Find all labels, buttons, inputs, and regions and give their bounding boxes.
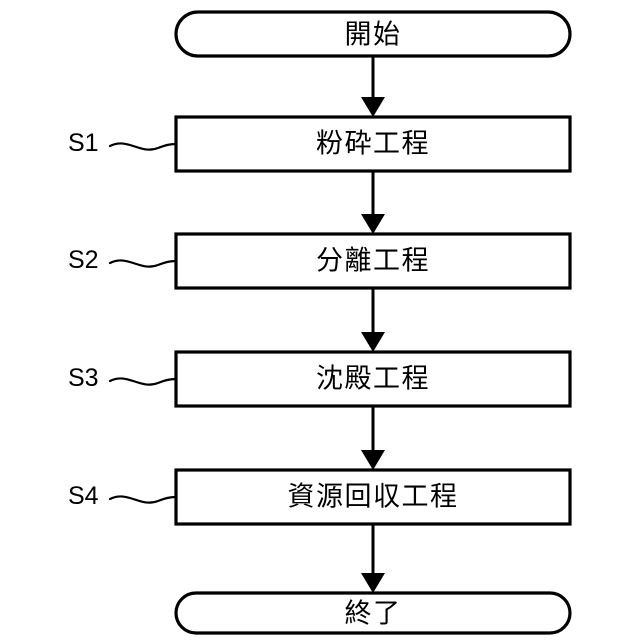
node-s4[interactable]: 資源回収工程 <box>174 468 572 526</box>
connector-s4-to-end <box>361 524 385 593</box>
node-s3[interactable]: 沈殿工程 <box>174 350 572 408</box>
arrowhead-icon <box>361 97 385 117</box>
connector-s3-to-s4 <box>361 406 385 470</box>
arrowhead-icon <box>361 450 385 470</box>
arrowhead-icon <box>361 214 385 234</box>
step-marker-s2: S2 <box>68 246 178 274</box>
s2-step-label: S2 <box>68 246 99 274</box>
s3-step-label: S3 <box>68 364 99 392</box>
node-start[interactable]: 開始 <box>174 10 572 58</box>
s2-leader-line <box>108 259 178 268</box>
s2-node-label: 分離工程 <box>316 246 430 277</box>
connector-start-to-s1 <box>361 56 385 117</box>
s4-leader-line <box>108 495 178 504</box>
s1-leader-line <box>108 142 178 151</box>
node-end[interactable]: 終了 <box>174 591 572 635</box>
s1-node-shape <box>174 115 572 173</box>
s3-node-shape <box>174 350 572 408</box>
s4-node-label: 資源回収工程 <box>288 482 459 513</box>
end-node-shape <box>174 591 572 635</box>
s3-leader-line <box>108 377 178 386</box>
connector-s1-to-s2 <box>361 171 385 234</box>
step-marker-s1: S1 <box>68 129 178 157</box>
start-node-label: 開始 <box>345 20 402 51</box>
connector-s2-to-s3 <box>361 288 385 352</box>
arrowhead-icon <box>361 573 385 593</box>
arrowhead-icon <box>361 332 385 352</box>
step-marker-s4: S4 <box>68 482 178 510</box>
s1-step-label: S1 <box>68 129 99 157</box>
s1-node-label: 粉砕工程 <box>316 129 430 160</box>
node-s2[interactable]: 分離工程 <box>174 232 572 290</box>
step-marker-s3: S3 <box>68 364 178 392</box>
s4-step-label: S4 <box>68 482 99 510</box>
s3-node-label: 沈殿工程 <box>316 364 430 395</box>
node-s1[interactable]: 粉砕工程 <box>174 115 572 173</box>
end-node-label: 終了 <box>345 599 402 630</box>
